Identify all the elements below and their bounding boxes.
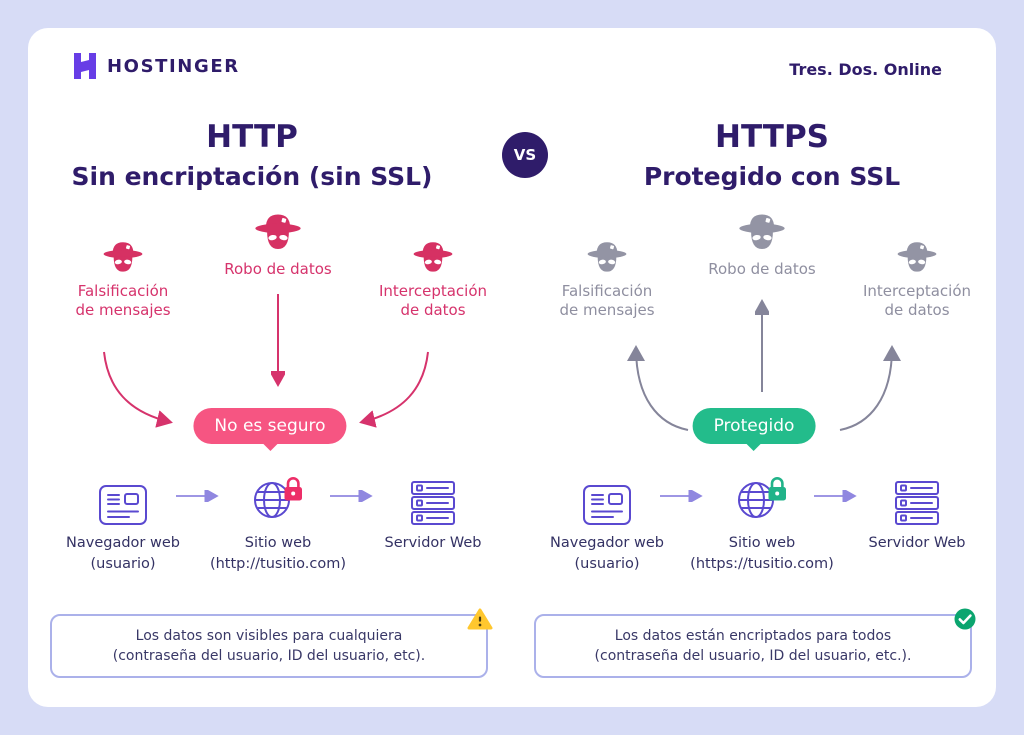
flow-server: Servidor Web xyxy=(345,466,521,554)
attack-arrow-right xyxy=(359,351,429,428)
brand-name: HOSTINGER xyxy=(107,55,240,77)
spy-hat-icon xyxy=(103,242,143,272)
flow-browser: Navegador web (usuario) xyxy=(519,466,695,575)
attack-arrow-left xyxy=(103,351,173,428)
threat-label: Falsificación de mensajes xyxy=(75,282,171,319)
http-title-line2: Sin encriptación (sin SSL) xyxy=(71,162,433,191)
http-title: HTTP Sin encriptación (sin SSL) xyxy=(28,118,476,192)
threat-label: Robo de datos xyxy=(224,260,332,278)
globe-lock-icon xyxy=(254,477,302,518)
browser-window-icon xyxy=(583,485,631,525)
threat-label: Interceptación de datos xyxy=(862,282,972,319)
flow-browser: Navegador web (usuario) xyxy=(35,466,211,575)
infographic-card: HOSTINGER Tres. Dos. Online HTTP Sin enc… xyxy=(28,28,996,707)
threat-interceptacion: Interceptación de datos xyxy=(837,240,997,320)
flow-arrow xyxy=(176,490,219,502)
flow-label: Sitio web (https://tusitio.com) xyxy=(690,535,834,572)
flow-label: Servidor Web xyxy=(384,535,482,551)
threat-robo-datos: Robo de datos xyxy=(682,212,842,279)
flow-label: Sitio web (http://tusitio.com) xyxy=(209,535,347,572)
threat-label: Robo de datos xyxy=(708,260,816,278)
server-icon xyxy=(411,481,455,525)
flow-arrow xyxy=(330,490,373,502)
flow-label: Servidor Web xyxy=(868,535,966,551)
https-title-line2: Protegido con SSL xyxy=(643,162,901,191)
https-title-line1: HTTPS xyxy=(715,119,829,155)
hostinger-h-icon xyxy=(74,53,96,79)
vs-badge: VS xyxy=(502,132,548,178)
deflected-arrow-center xyxy=(755,299,769,392)
spy-hat-icon xyxy=(739,214,785,249)
warning-triangle-icon xyxy=(467,608,493,630)
status-badge-protected: Protegido xyxy=(692,408,816,451)
globe-lock-icon xyxy=(738,477,786,518)
https-title: HTTPS Protegido con SSL xyxy=(548,118,996,192)
spy-hat-icon xyxy=(413,242,453,272)
flow-website: Sitio web (http://tusitio.com) xyxy=(190,466,366,575)
spy-hat-icon xyxy=(897,242,937,272)
hostinger-logo: HOSTINGER xyxy=(72,52,240,80)
threat-interceptacion: Interceptación de datos xyxy=(353,240,513,320)
browser-window-icon xyxy=(99,485,147,525)
flow-arrow xyxy=(660,490,703,502)
flow-label: Navegador web (usuario) xyxy=(550,535,664,572)
server-icon xyxy=(895,481,939,525)
https-column: Falsificación de mensajes Robo de datos xyxy=(512,208,996,703)
threat-falsificacion: Falsificación de mensajes xyxy=(527,240,687,320)
deflected-arrow-right xyxy=(839,345,901,431)
attack-arrow-center xyxy=(271,294,285,387)
threat-robo-datos: Robo de datos xyxy=(198,212,358,279)
threat-label: Interceptación de datos xyxy=(378,282,488,319)
deflected-arrow-left xyxy=(627,345,689,431)
https-note-box: Los datos están encriptados para todos (… xyxy=(534,608,976,678)
spy-hat-icon xyxy=(255,214,301,249)
status-badge-insecure: No es seguro xyxy=(193,408,347,451)
flow-arrow xyxy=(814,490,857,502)
spy-hat-icon xyxy=(587,242,627,272)
flow-server: Servidor Web xyxy=(829,466,1005,554)
check-circle-icon xyxy=(954,608,976,630)
http-note-box: Los datos son visibles para cualquiera (… xyxy=(50,608,493,678)
http-column: Falsificación de mensajes Robo de datos xyxy=(28,208,512,703)
http-title-line1: HTTP xyxy=(206,119,298,155)
flow-label: Navegador web (usuario) xyxy=(66,535,180,572)
threat-label: Falsificación de mensajes xyxy=(559,282,655,319)
threat-falsificacion: Falsificación de mensajes xyxy=(43,240,203,320)
tagline: Tres. Dos. Online xyxy=(789,60,942,79)
flow-website: Sitio web (https://tusitio.com) xyxy=(674,466,850,575)
